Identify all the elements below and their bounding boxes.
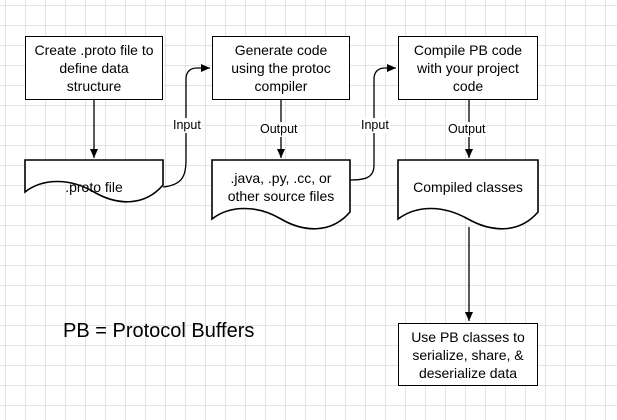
create-proto-step: Create .proto file to define data struct… — [25, 36, 163, 100]
output-label-2: Output — [447, 122, 487, 137]
compiled-classes-document-shape — [397, 159, 539, 230]
proto-file-document-label: .proto file — [65, 179, 123, 195]
compile-pb-step: Compile PB code with your project code — [398, 36, 538, 100]
input-label-1: Input — [172, 118, 202, 133]
proto-file-document-shape — [24, 159, 164, 203]
source-files-document-label: .java, .py, .cc, or other source files — [227, 170, 335, 204]
compiled-classes-document-label: Compiled classes — [413, 179, 523, 195]
use-pb-classes-step: Use PB classes to serialize, share, & de… — [398, 323, 538, 386]
proto-to-generate-arrow — [162, 64, 210, 188]
source-to-compile-arrow — [349, 64, 396, 181]
generate-code-step: Generate code using the protoc compiler — [212, 36, 350, 100]
pb-abbreviation-note: PB = Protocol Buffers — [63, 320, 255, 342]
output-label-1: Output — [259, 122, 299, 137]
input-label-2: Input — [360, 118, 390, 133]
source-files-document-shape — [211, 159, 351, 230]
